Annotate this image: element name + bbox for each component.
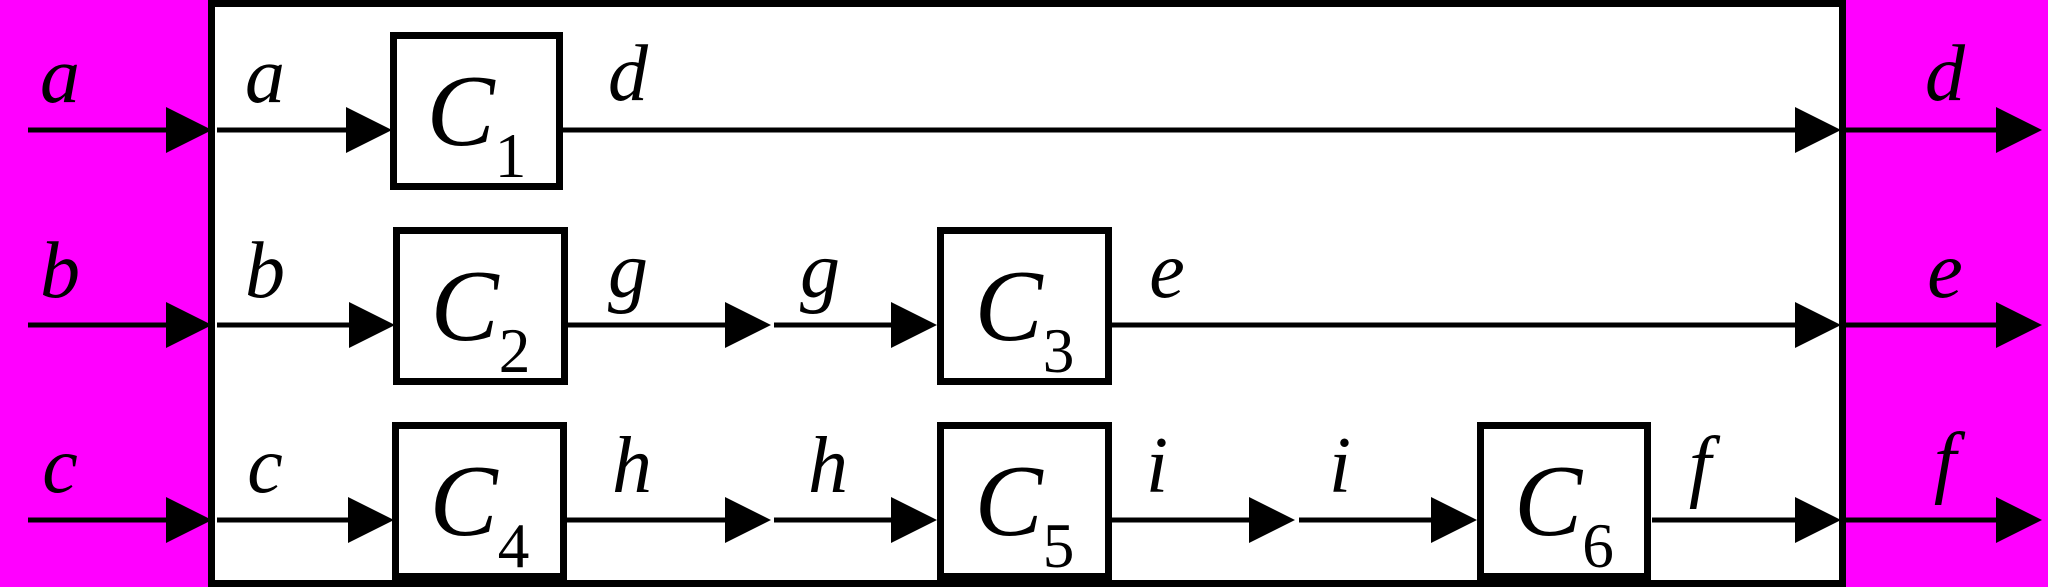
wire-label-g-out: g: [608, 227, 648, 315]
wire-label-output-e-external: e: [1927, 227, 1963, 315]
arrowhead-icon: [166, 302, 212, 348]
arrow-i-segment-1: [1112, 497, 1295, 543]
component-subscript-c4: 4: [497, 511, 530, 582]
arrowhead-icon: [1996, 107, 2042, 153]
arrow-i-into-c6: [1299, 497, 1477, 543]
arrowhead-icon: [348, 497, 394, 543]
arrow-h-segment-1: [567, 497, 771, 543]
wire-label-b-internal: b: [245, 227, 285, 315]
component-label-c2: C: [430, 249, 499, 363]
wire-label-c-internal: c: [247, 422, 283, 510]
arrow-a-into-c1: [217, 107, 392, 153]
wire-label-h-out: h: [612, 422, 652, 510]
arrow-output-e-external: [1846, 302, 2042, 348]
wire-label-g-in: g: [800, 227, 840, 315]
arrow-input-b-external: [28, 302, 212, 348]
arrow-output-f-external: [1846, 497, 2042, 543]
arrow-input-a-external: [28, 107, 212, 153]
arrow-c-into-c4: [217, 497, 394, 543]
component-label-c5: C: [974, 444, 1043, 558]
component-label-c3: C: [974, 249, 1043, 363]
arrowhead-icon: [891, 497, 937, 543]
arrow-g-segment-1: [568, 302, 771, 348]
wire-label-e-internal: e: [1149, 227, 1185, 315]
arrow-output-d-external: [1846, 107, 2042, 153]
arrowhead-icon: [725, 497, 771, 543]
wire-label-input-a-external: a: [40, 32, 80, 120]
wire-label-output-d-external: d: [1925, 30, 1965, 118]
component-subscript-c3: 3: [1042, 316, 1075, 387]
arrow-input-c-external: [28, 497, 212, 543]
arrowhead-icon: [166, 107, 212, 153]
arrowhead-icon: [346, 107, 392, 153]
component-label-c1: C: [426, 54, 495, 168]
arrowhead-icon: [1996, 497, 2042, 543]
wire-label-d-internal: d: [608, 30, 648, 118]
arrowhead-icon: [891, 302, 937, 348]
component-label-c4: C: [429, 444, 498, 558]
arrowhead-icon: [725, 302, 771, 348]
arrow-g-into-c3: [774, 302, 937, 348]
wire-label-h-in: h: [808, 422, 848, 510]
arrow-f-to-boundary: [1652, 497, 1841, 543]
component-subscript-c2: 2: [498, 316, 531, 387]
wire-label-i-in: i: [1328, 422, 1352, 510]
wire-label-a-internal: a: [245, 32, 285, 120]
component-subscript-c6: 6: [1582, 511, 1614, 582]
arrowhead-icon: [1431, 497, 1477, 543]
arrowhead-icon: [349, 302, 395, 348]
arrowhead-icon: [1249, 497, 1295, 543]
component-subscript-c5: 5: [1042, 511, 1075, 582]
arrow-d-to-boundary: [563, 107, 1841, 153]
arrowhead-icon: [1996, 302, 2042, 348]
component-label-c6: C: [1514, 444, 1583, 558]
arrowhead-icon: [1795, 107, 1841, 153]
arrow-e-to-boundary: [1112, 302, 1841, 348]
wire-label-f-internal: f: [1688, 422, 1712, 510]
arrow-b-into-c2: [217, 302, 395, 348]
arrowhead-icon: [166, 497, 212, 543]
component-subscript-c1: 1: [494, 121, 527, 192]
wire-label-i-out: i: [1145, 422, 1169, 510]
arrowhead-icon: [1795, 497, 1841, 543]
wire-label-input-b-external: b: [40, 227, 80, 315]
arrow-h-into-c5: [774, 497, 937, 543]
arrowhead-icon: [1795, 302, 1841, 348]
wire-label-input-c-external: c: [42, 422, 78, 510]
wire-label-output-f-external: f: [1933, 418, 1957, 506]
